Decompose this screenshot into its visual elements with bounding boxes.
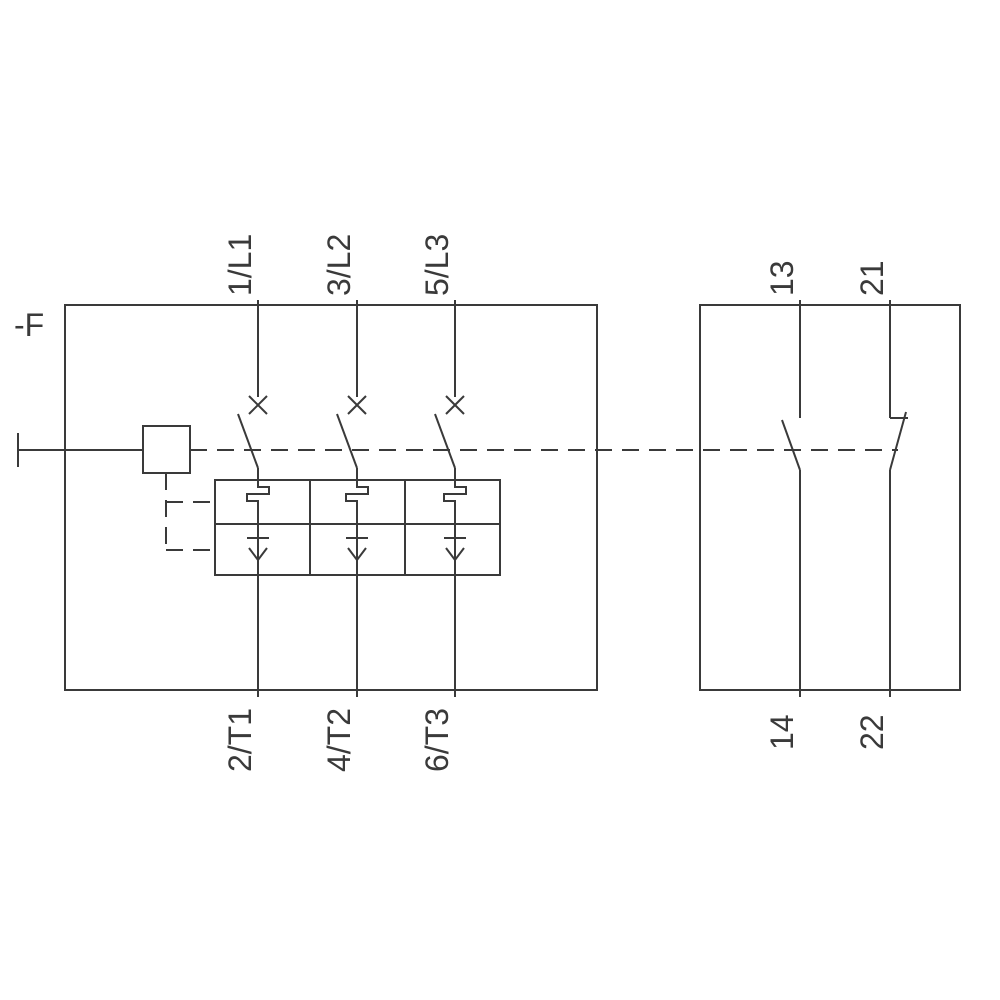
pole-3: [434, 300, 467, 697]
terminal-label-21: 21: [854, 260, 890, 296]
pole-2-contact-blade: [336, 413, 358, 469]
terminal-label-1L1: 1/L1: [222, 234, 258, 296]
aux-nc-contact: [889, 300, 908, 697]
main-device-box: [64, 304, 598, 691]
mechanism-square-icon: [142, 425, 191, 474]
magnetic-trip-icon: [346, 537, 368, 562]
aux-nc-contact-blade: [889, 411, 907, 471]
terminal-label-5L3: 5/L3: [419, 234, 455, 296]
breaker-cross-icon: [347, 395, 367, 415]
pole-1: [237, 300, 270, 697]
pole-2: [336, 300, 369, 697]
aux-no-contact-blade: [781, 419, 801, 471]
device-designation-label: -F: [14, 307, 44, 343]
terminal-label-6T3: 6/T3: [419, 708, 455, 772]
breaker-cross-icon: [445, 395, 465, 415]
pole-1-contact-blade: [237, 413, 259, 469]
thermal-overload-icon: [345, 480, 369, 524]
magnetic-trip-icon: [444, 537, 466, 562]
pole-3-contact-blade: [434, 413, 456, 469]
operating-mechanism: [17, 425, 898, 551]
terminal-label-13: 13: [764, 260, 800, 296]
breaker-cross-icon: [248, 395, 268, 415]
terminal-label-2T1: 2/T1: [222, 708, 258, 772]
magnetic-trip-icon: [247, 537, 269, 562]
aux-contact-box: [699, 304, 961, 691]
terminal-label-22: 22: [854, 714, 890, 750]
terminal-label-4T2: 4/T2: [321, 708, 357, 772]
thermal-overload-icon: [443, 480, 467, 524]
terminal-label-14: 14: [764, 714, 800, 750]
aux-no-contact: [781, 300, 801, 697]
thermal-overload-icon: [246, 480, 270, 524]
terminal-label-3L2: 3/L2: [321, 234, 357, 296]
